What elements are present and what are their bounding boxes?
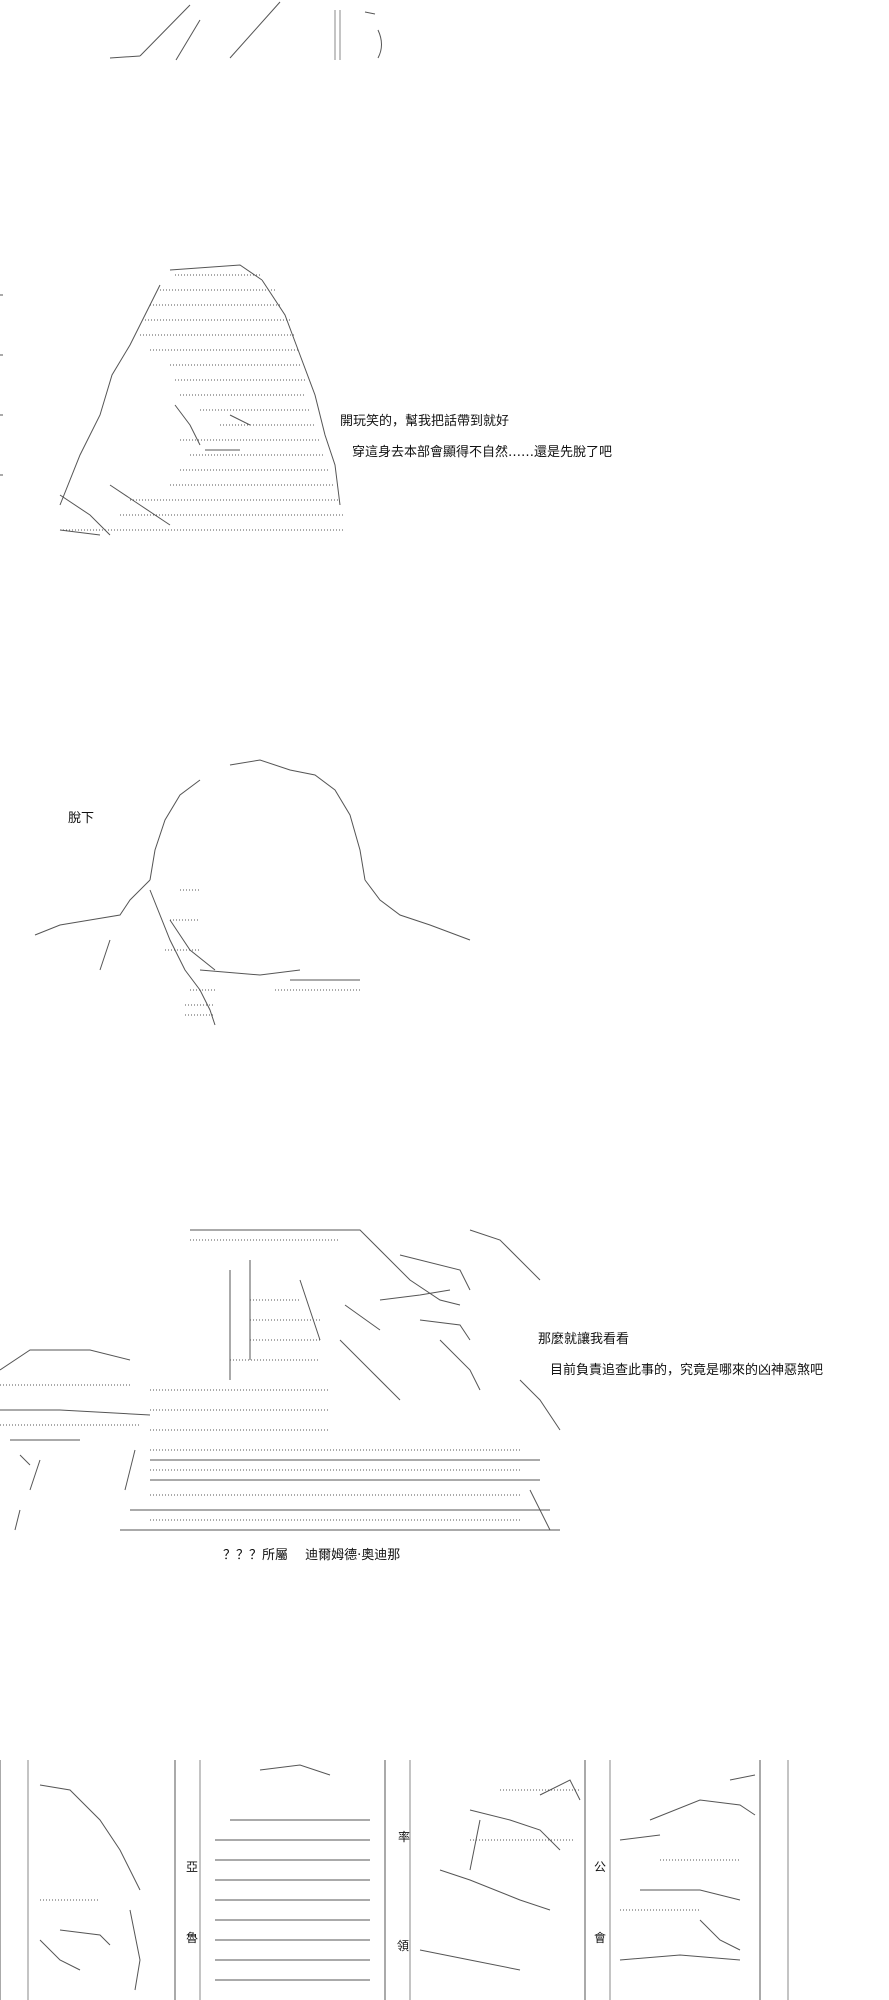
panel-1: 開玩笑的，幫我把話帶到就好 穿這身去本部會顯得不自然……還是先脫了吧 — [0, 255, 889, 565]
ascii-art-portraits — [0, 1760, 789, 2000]
panel-3: 那麼就讓我看看 目前負責追查此事的，究竟是哪來的凶神惡煞吧 ？？？所屬 迪爾姆德… — [0, 1210, 889, 1590]
portrait-label: 會 — [594, 1931, 607, 1945]
portrait-label: 公 — [594, 1860, 607, 1874]
panel-2: 脫下 — [0, 740, 889, 1040]
character-caption: ？？？所屬 迪爾姆德·奧迪那 — [223, 1548, 401, 1563]
portrait-label: 率 — [398, 1830, 411, 1844]
dialogue-line: 脫下 — [68, 811, 95, 826]
ascii-art-character-2 — [0, 1229, 561, 1531]
dialogue-line: 目前負責追查此事的，究竟是哪來的凶神惡煞吧 — [550, 1363, 824, 1378]
dialogue-line: 開玩笑的，幫我把話帶到就好 — [340, 414, 510, 429]
ascii-art-cloak — [34, 759, 471, 1026]
portrait-label: 魯 — [186, 1931, 199, 1945]
portrait-label: 領 — [397, 1939, 410, 1953]
ascii-art-character-1 — [0, 264, 345, 536]
panel-top-fragment — [0, 0, 889, 70]
portrait-label: 亞 — [186, 1860, 199, 1874]
panel-4-portraits: 率 亞 領 魯 公 會 — [0, 1760, 889, 2000]
dialogue-line: 穿這身去本部會顯得不自然……還是先脫了吧 — [352, 445, 613, 460]
ascii-art-fragment — [109, 1, 382, 61]
dialogue-line: 那麼就讓我看看 — [538, 1332, 630, 1347]
